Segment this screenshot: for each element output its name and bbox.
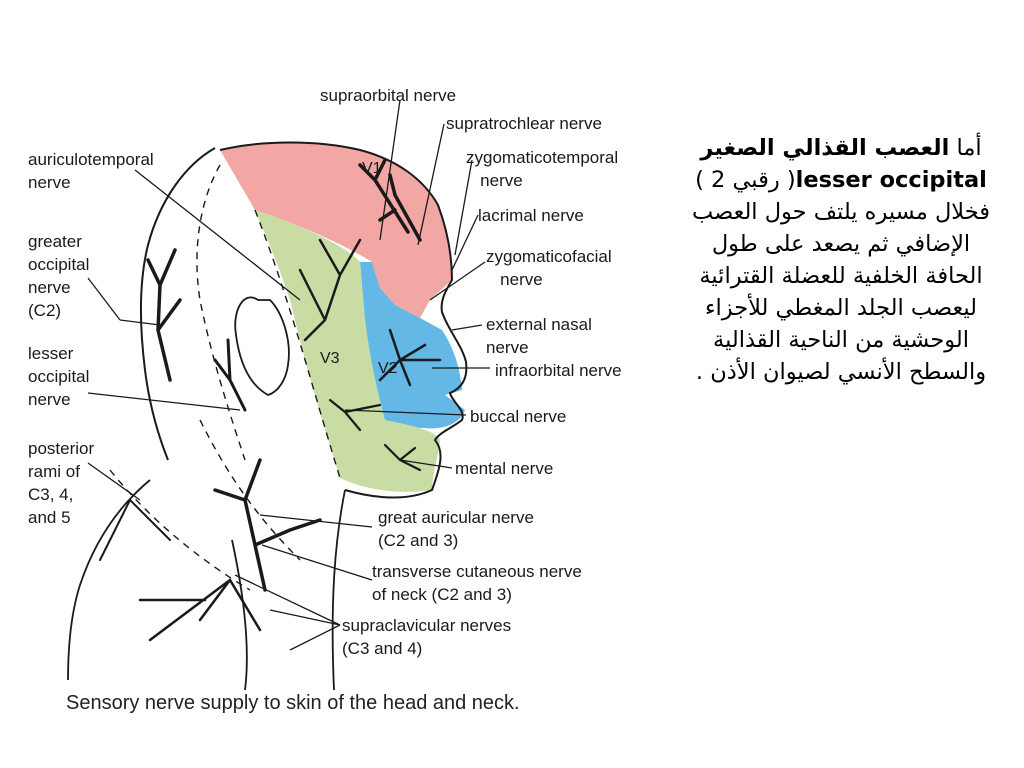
region-label-v1: V1 [362,160,382,177]
v2-region [360,262,465,429]
label-posterior-rami: posterior rami of C3, 4, and 5 [28,439,95,527]
ear-outline [234,296,290,396]
nerve-branches [99,158,442,642]
region-label-v3: V3 [320,350,340,367]
label-supraorbital-nerve: supraorbital nerve [320,86,457,105]
label-supraclavicular-nerves: supraclavicular nerves (C3 and 4) [342,616,512,658]
arabic-text-bold-term: العصب القذالي الصغير lesser occipital [700,135,987,193]
label-transverse-cutaneous-nerve: transverse cutaneous nerve of neck (C2 a… [372,562,582,604]
label-zygomaticofacial-nerve: zygomaticofacial nerve [486,247,612,289]
label-external-nasal-nerve: external nasal nerve [486,315,592,357]
label-auriculotemporal-nerve: auriculotemporal nerve [28,150,154,192]
label-zygomaticotemporal-nerve: zygomaticotemporal nerve [466,148,619,190]
leader-lines [87,99,490,651]
label-great-auricular-nerve: great auricular nerve (C2 and 3) [378,508,534,550]
label-lesser-occipital-nerve: lesser occipital nerve [28,344,90,409]
label-greater-occipital-nerve: greater occipital nerve (C2) [28,232,90,320]
neck-outline [67,479,346,691]
label-buccal-nerve: buccal nerve [470,407,567,426]
label-infraorbital-nerve: infraorbital nerve [495,361,622,380]
arabic-text-body: ( رقبي 2 ) فخلال مسيره يلتف حول العصب ال… [691,167,990,385]
label-mental-nerve: mental nerve [455,459,554,478]
arabic-description: أما العصب القذالي الصغير lesser occipita… [688,132,994,388]
region-label-v2: V2 [378,360,398,377]
arabic-text-intro: أما [949,135,982,161]
v3-region [255,210,440,492]
label-supratrochlear-nerve: supratrochlear nerve [446,114,602,133]
figure-caption: Sensory nerve supply to skin of the head… [66,692,520,714]
label-lacrimal-nerve: lacrimal nerve [478,206,584,225]
